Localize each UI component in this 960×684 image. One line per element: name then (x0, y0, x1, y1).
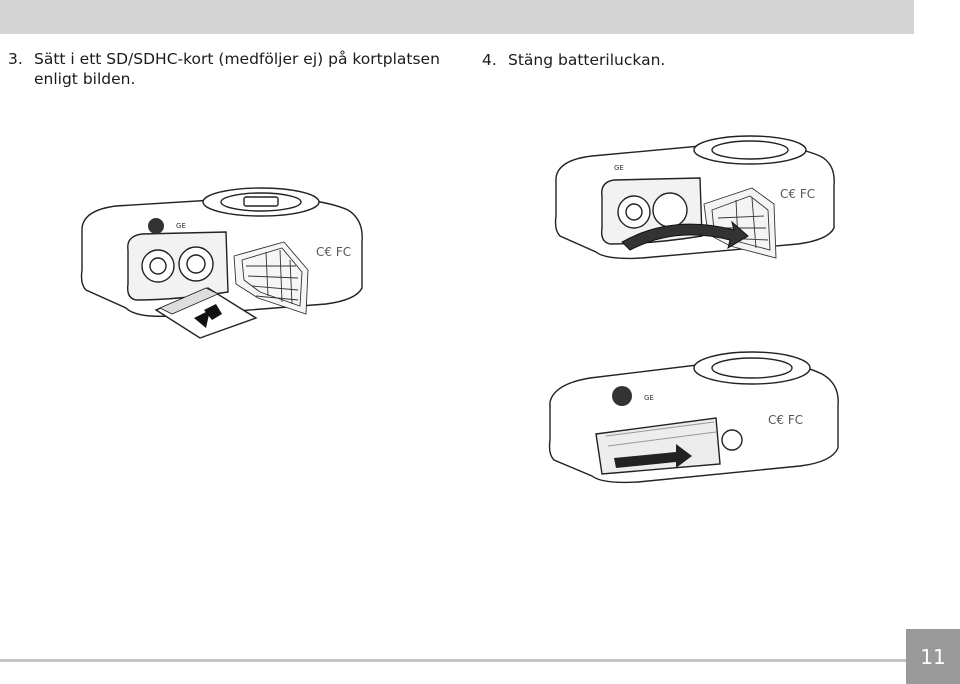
svg-text:C€ FC: C€ FC (316, 245, 351, 259)
svg-text:GE: GE (644, 394, 654, 402)
svg-text:C€ FC: C€ FC (780, 187, 815, 201)
camera-slide-lock-battery-door-illustration: GE C€ FC (548, 351, 839, 484)
step-number: 3. (8, 50, 23, 68)
header-bar (0, 0, 914, 34)
footer-rule (0, 659, 906, 662)
camera-insert-sd-card-illustration: GE C€ FC (80, 187, 363, 339)
step-text: Stäng batteriluckan. (508, 51, 666, 69)
svg-text:C€ FC: C€ FC (768, 413, 803, 427)
step-text: Sätt i ett SD/SDHC-kort (medföljer ej) p… (34, 50, 440, 88)
svg-text:GE: GE (614, 164, 624, 172)
svg-text:GE: GE (176, 222, 186, 230)
camera-close-battery-door-illustration: C€ FC GE (554, 135, 835, 260)
page-number: 11 (906, 629, 960, 684)
step-number: 4. (482, 51, 497, 69)
